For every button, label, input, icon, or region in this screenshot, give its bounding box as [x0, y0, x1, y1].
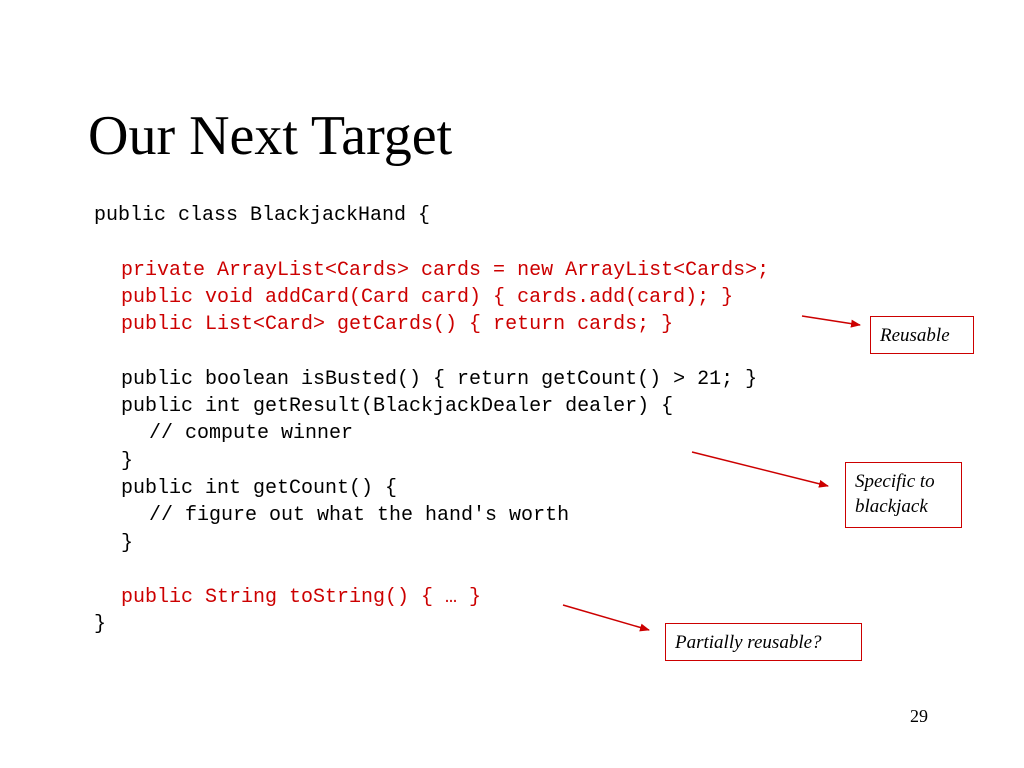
code-line-blank — [94, 338, 769, 365]
code-line-comment-compute-winner: // compute winner — [149, 422, 354, 446]
code-line-get-result: public int getResult(BlackjackDealer dea… — [121, 395, 674, 419]
code-line-close-brace: } — [121, 531, 134, 555]
page-number: 29 — [910, 706, 928, 726]
callout-specific-line-1: Specific to — [855, 471, 935, 492]
code-line-to-string: public String toString() { … } — [121, 586, 482, 610]
code-line-get-cards: public List<Card> getCards() { return ca… — [121, 313, 674, 337]
code-line-cards-field: private ArrayList<Cards> cards = new Arr… — [121, 258, 770, 282]
callout-reusable: Reusable — [870, 316, 974, 354]
code-line-blank — [94, 557, 769, 584]
callout-partially-reusable: Partially reusable? — [665, 623, 862, 661]
code-line-is-busted: public boolean isBusted() { return getCo… — [121, 367, 758, 391]
callout-partial-label: Partially reusable? — [675, 632, 822, 653]
code-line-add-card: public void addCard(Card card) { cards.a… — [121, 285, 734, 309]
code-line-comment-figure-out: // figure out what the hand's worth — [149, 504, 570, 528]
callout-reusable-label: Reusable — [880, 325, 950, 346]
code-line-blank — [94, 229, 769, 256]
code-block: public class BlackjackHand { private Arr… — [94, 202, 769, 639]
slide-title: Our Next Target — [88, 105, 453, 167]
callout-specific-line-2: blackjack — [855, 496, 928, 517]
arrow-to-reusable — [801, 315, 861, 328]
callout-specific-to-blackjack: Specific to blackjack — [845, 462, 962, 528]
code-line-get-count: public int getCount() { — [121, 476, 398, 500]
code-line-class-close-brace: } — [94, 613, 107, 637]
code-line-class-declaration: public class BlackjackHand { — [94, 204, 431, 227]
code-line-close-brace: } — [121, 449, 134, 473]
